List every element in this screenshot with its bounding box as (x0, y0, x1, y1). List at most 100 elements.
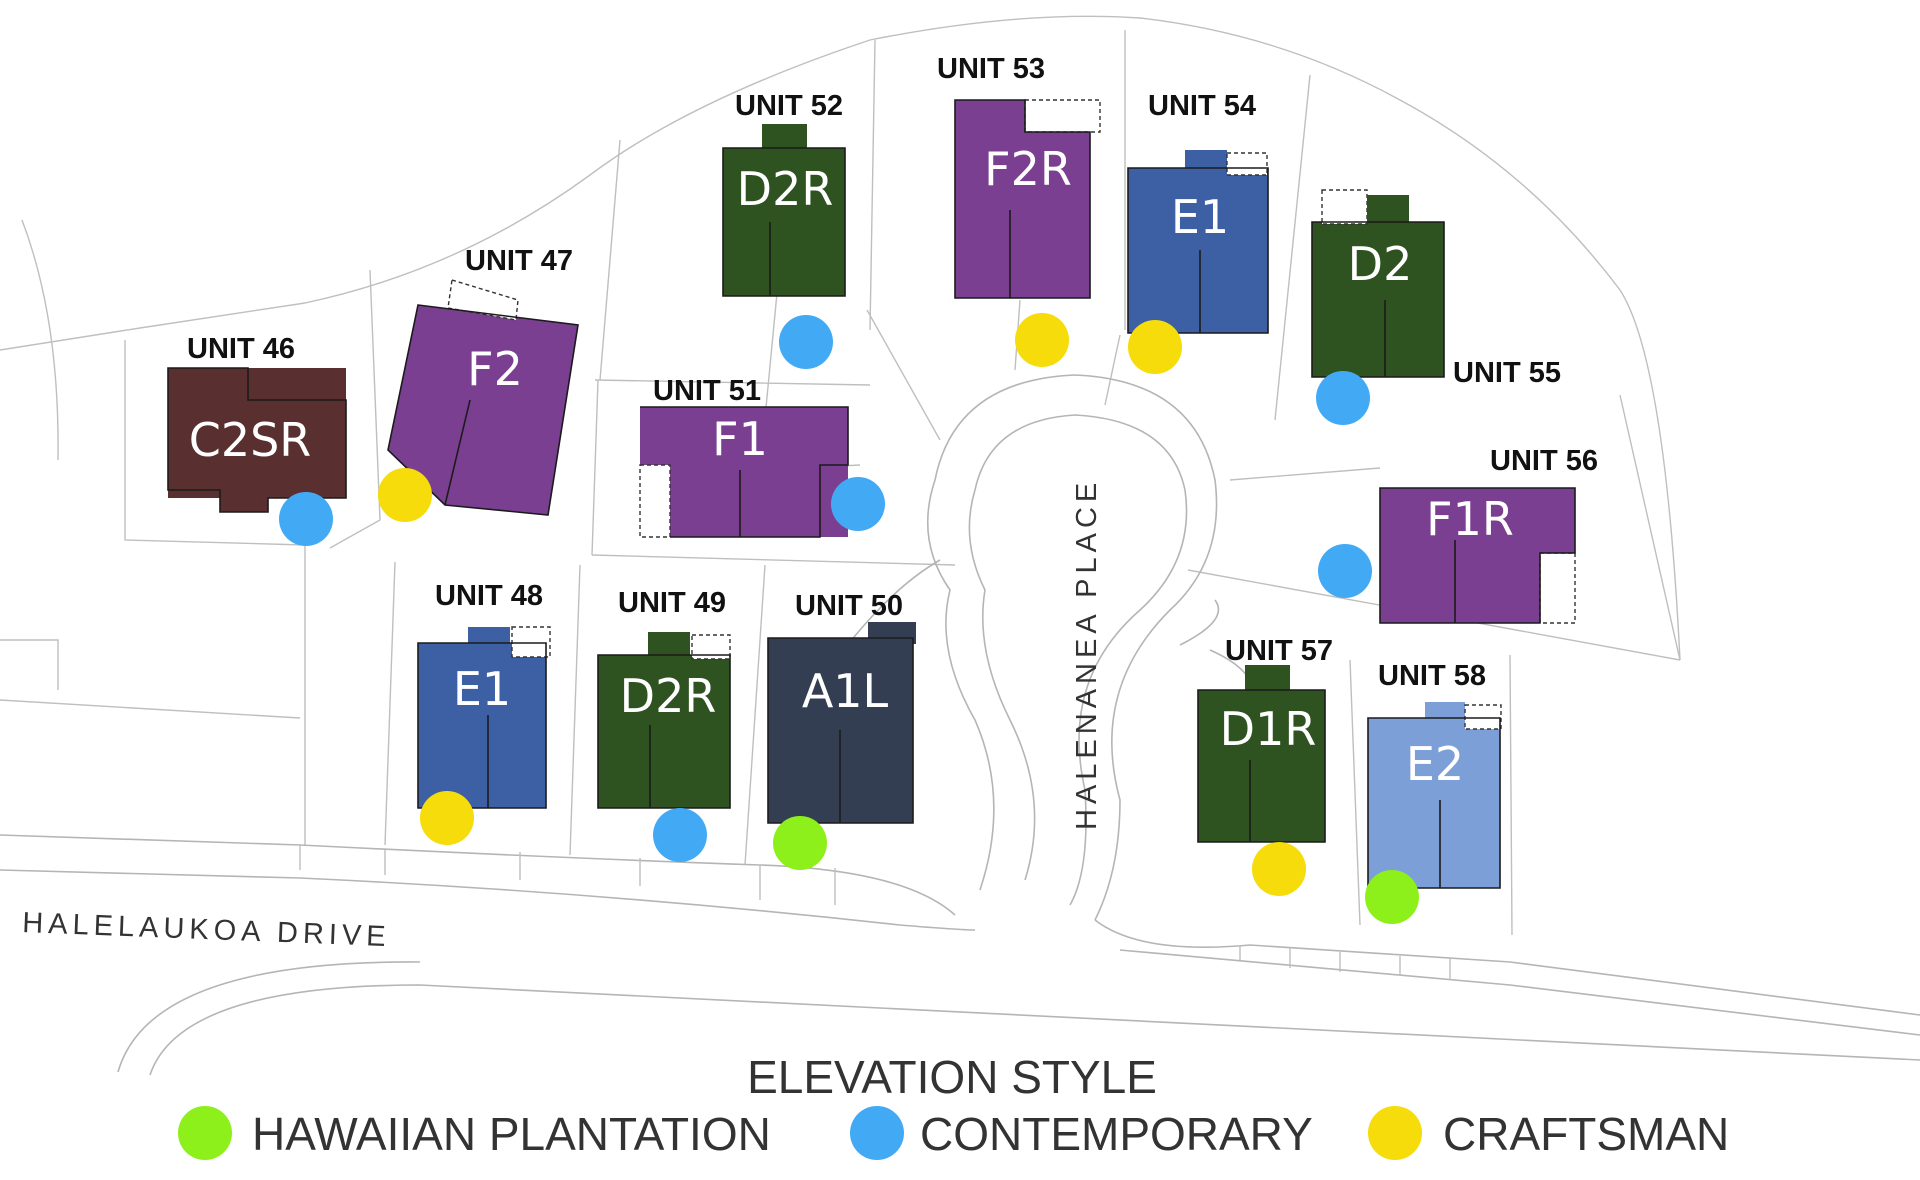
unit-55-outline (1311, 221, 1445, 378)
unit-51-outline (640, 406, 849, 538)
unit-48-label: UNIT 48 (435, 580, 543, 612)
unit-58-plan-code: E2 (1406, 737, 1464, 791)
lot-unit-55[interactable]: UNIT 55 D2 (1311, 189, 1561, 425)
unit-58-entry (1425, 702, 1465, 724)
style-marker-unit-48[interactable] (420, 791, 474, 845)
legend-label-contemporary: CONTEMPORARY (920, 1108, 1313, 1160)
unit-47-plan-code: F2 (467, 342, 523, 396)
lot-unit-53[interactable]: UNIT 53 F2R (937, 53, 1101, 367)
street-label-halenanea-place: HALENANEA PLACE (1071, 478, 1103, 830)
legend-item-contemporary[interactable]: CONTEMPORARY (850, 1106, 1313, 1160)
unit-55-building (1312, 222, 1444, 377)
unit-54-building (1128, 168, 1268, 333)
style-marker-unit-54[interactable] (1128, 320, 1182, 374)
unit-55-dashed-lanai (1321, 189, 1368, 225)
unit-54-dashed-lanai (1226, 152, 1268, 176)
unit-58-building (1368, 718, 1500, 888)
lot-unit-46[interactable]: UNIT 46 C2SR (167, 333, 347, 546)
legend-title: ELEVATION STYLE (747, 1051, 1157, 1103)
unit-53-label: UNIT 53 (937, 53, 1045, 85)
unit-56-label: UNIT 56 (1490, 445, 1598, 477)
lot-unit-51[interactable]: UNIT 51 F1 (639, 375, 885, 538)
lot-unit-56[interactable]: UNIT 56 F1R (1318, 445, 1598, 624)
unit-49-entry (648, 632, 690, 657)
unit-48-dashed-lanai (511, 626, 551, 658)
unit-50-label: UNIT 50 (795, 590, 903, 622)
unit-57-entry (1245, 665, 1290, 692)
unit-49-plan-code: D2R (620, 669, 717, 723)
unit-lots: UNIT 46 C2SR UNIT 47 F2 UNIT 48 E1 (167, 53, 1598, 924)
style-marker-unit-56[interactable] (1318, 544, 1372, 598)
legend: ELEVATION STYLE HAWAIIAN PLANTATION CONT… (178, 1051, 1729, 1160)
unit-51-dashed-lanai (639, 464, 671, 538)
legend-label-craftsman: CRAFTSMAN (1443, 1108, 1729, 1160)
unit-56-outline (1379, 487, 1576, 624)
unit-48-building (418, 643, 546, 808)
unit-53-dashed-lanai (1024, 99, 1101, 133)
unit-47-dashed-lanai (447, 279, 519, 321)
unit-52-building (723, 148, 845, 296)
unit-53-outline (954, 99, 1091, 299)
lot-unit-52[interactable]: UNIT 52 D2R (722, 90, 846, 369)
style-marker-unit-55[interactable] (1316, 371, 1370, 425)
unit-57-building (1198, 690, 1325, 842)
unit-48-outline (417, 642, 547, 809)
style-marker-unit-49[interactable] (653, 808, 707, 862)
unit-50-entry (868, 622, 916, 644)
lot-unit-47[interactable]: UNIT 47 F2 (378, 245, 579, 522)
legend-dot-hawaiian-plantation (178, 1106, 232, 1160)
unit-55-label: UNIT 55 (1453, 357, 1561, 389)
unit-50-plan-code: A1L (802, 664, 889, 718)
unit-56-plan-code: F1R (1426, 492, 1514, 546)
style-marker-unit-57[interactable] (1252, 842, 1306, 896)
unit-47-building (388, 305, 578, 515)
unit-58-outline (1367, 717, 1501, 889)
unit-46-outline (167, 367, 347, 513)
legend-dot-contemporary (850, 1106, 904, 1160)
unit-48-entry (468, 627, 510, 647)
unit-46-building (168, 368, 346, 498)
lot-unit-50[interactable]: UNIT 50 A1L (767, 590, 916, 870)
unit-49-building (598, 655, 730, 808)
unit-55-plan-code: D2 (1348, 237, 1413, 291)
legend-item-craftsman[interactable]: CRAFTSMAN (1368, 1106, 1729, 1160)
unit-48-plan-code: E1 (453, 662, 511, 716)
unit-53-plan-code: F2R (984, 142, 1072, 196)
unit-51-plan-code: F1 (712, 412, 768, 466)
lot-unit-54[interactable]: UNIT 54 E1 (1127, 90, 1269, 374)
unit-57-plan-code: D1R (1220, 702, 1317, 756)
unit-49-label: UNIT 49 (618, 587, 726, 619)
legend-item-hawaiian-plantation[interactable]: HAWAIIAN PLANTATION (178, 1106, 771, 1160)
unit-57-outline (1197, 689, 1326, 843)
unit-58-dashed-lanai (1464, 704, 1502, 730)
unit-54-entry (1185, 150, 1227, 172)
unit-51-building (640, 407, 848, 537)
roads (0, 374, 1920, 1076)
legend-dot-craftsman (1368, 1106, 1422, 1160)
style-marker-unit-50[interactable] (773, 816, 827, 870)
style-marker-unit-52[interactable] (779, 315, 833, 369)
unit-53-building (955, 100, 1090, 298)
unit-55-entry (1367, 195, 1409, 223)
unit-50-outline (767, 637, 914, 824)
unit-57-label: UNIT 57 (1225, 635, 1333, 667)
style-marker-unit-51[interactable] (831, 477, 885, 531)
style-marker-unit-53[interactable] (1015, 313, 1069, 367)
unit-51-label: UNIT 51 (653, 375, 761, 407)
unit-46-footprint (220, 490, 268, 512)
unit-52-outline (722, 147, 846, 297)
lot-unit-48[interactable]: UNIT 48 E1 (417, 580, 551, 845)
lot-unit-57[interactable]: UNIT 57 D1R (1197, 635, 1333, 896)
lot-unit-58[interactable]: UNIT 58 E2 (1365, 660, 1502, 924)
unit-47-outline (387, 304, 579, 516)
unit-46-plan-code: C2SR (189, 413, 312, 467)
unit-54-plan-code: E1 (1171, 190, 1229, 244)
style-marker-unit-58[interactable] (1365, 870, 1419, 924)
unit-56-dashed-lanai (1539, 552, 1576, 624)
unit-49-outline (597, 654, 731, 809)
style-marker-unit-46[interactable] (279, 492, 333, 546)
legend-label-hawaiian-plantation: HAWAIIAN PLANTATION (252, 1108, 771, 1160)
lot-unit-49[interactable]: UNIT 49 D2R (597, 587, 731, 862)
style-marker-unit-47[interactable] (378, 468, 432, 522)
